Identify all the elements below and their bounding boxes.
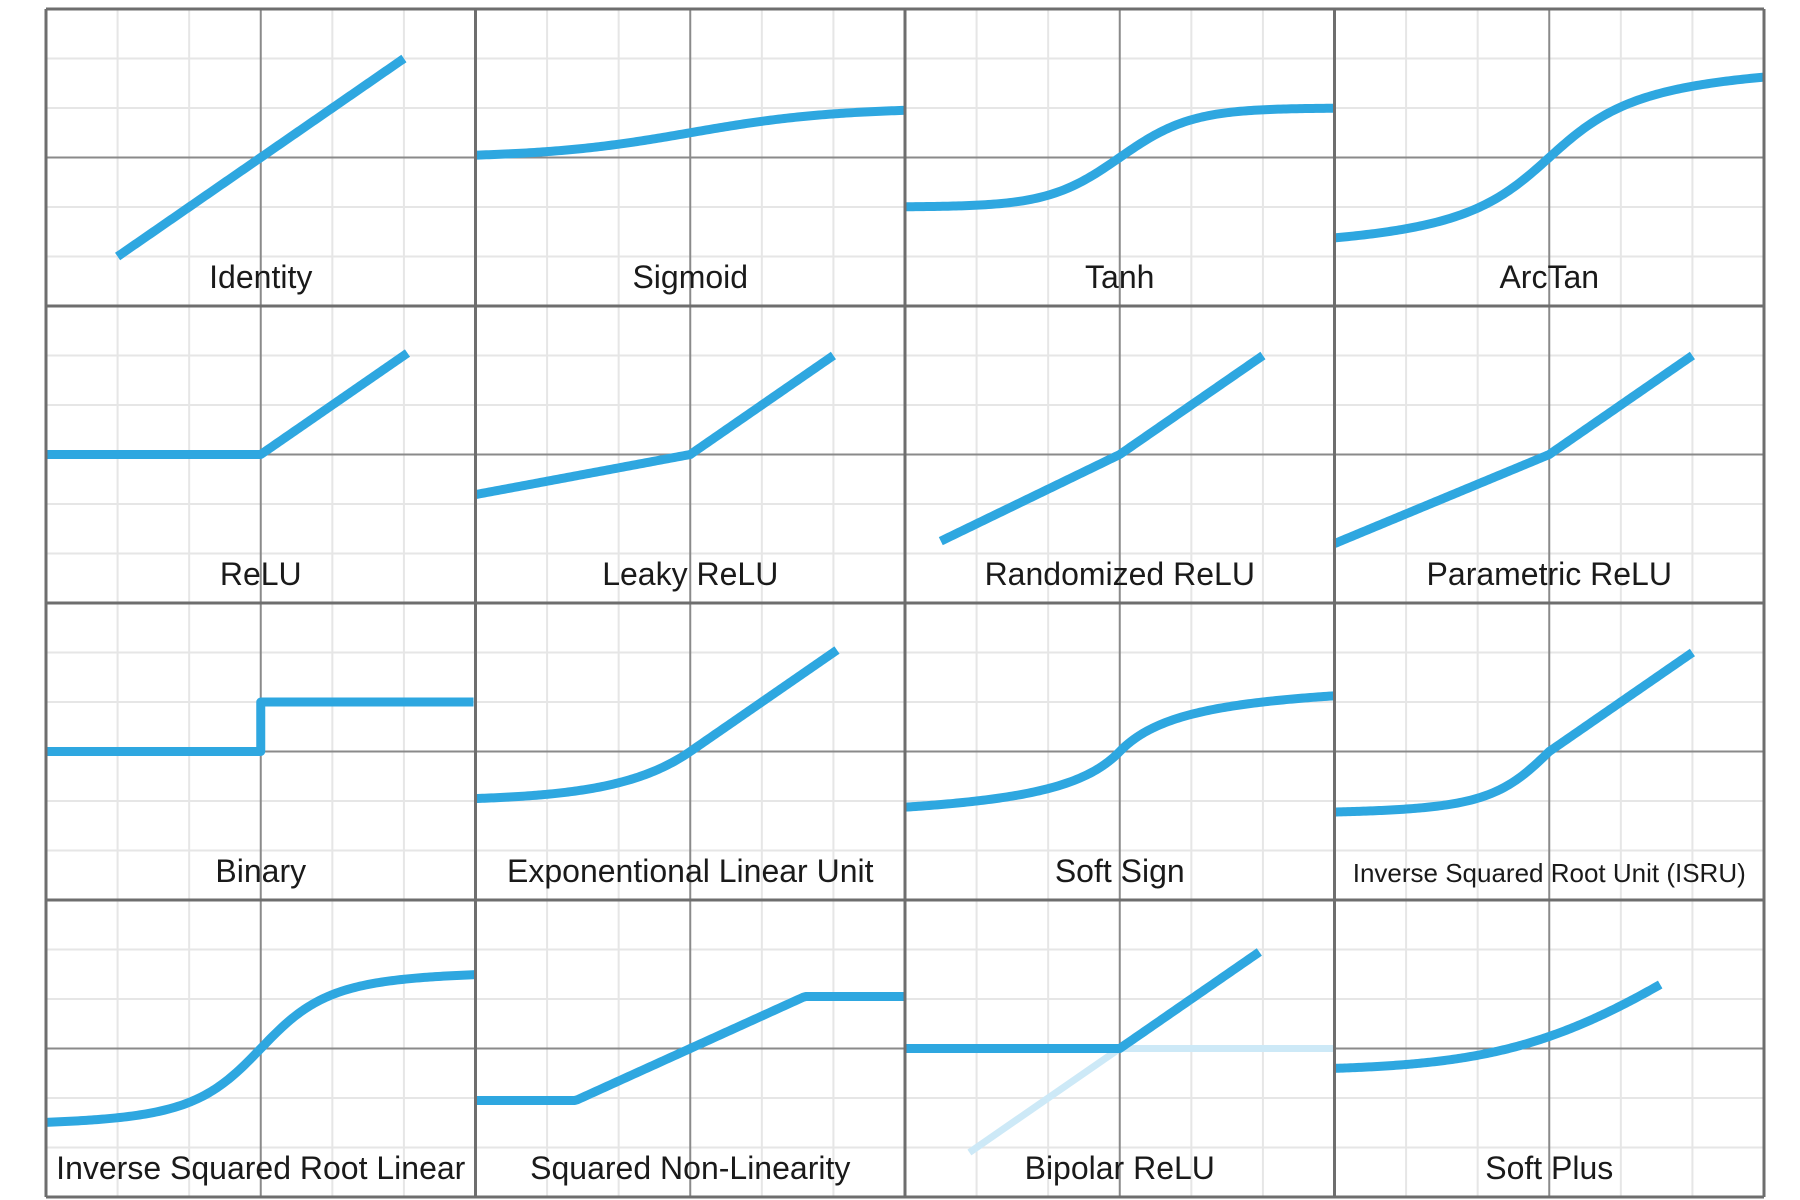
panel: Soft Sign bbox=[903, 603, 1337, 900]
activation-curve bbox=[114, 54, 407, 261]
activation-curve bbox=[44, 970, 478, 1127]
activation-curve bbox=[1332, 648, 1695, 817]
activation-curve bbox=[473, 351, 836, 500]
activation-curve bbox=[473, 646, 840, 804]
panel-label: ArcTan bbox=[1499, 259, 1599, 295]
panel-label: Squared Non-Linearity bbox=[530, 1150, 850, 1186]
activation-curve bbox=[938, 351, 1266, 546]
panel-label: Leaky ReLU bbox=[602, 556, 778, 592]
panel-label: Identity bbox=[209, 259, 312, 295]
panel-label: Inverse Squared Root Linear bbox=[56, 1150, 465, 1186]
panel: Exponentional Linear Unit bbox=[473, 603, 905, 900]
panel: Tanh bbox=[903, 9, 1337, 306]
activation-curve bbox=[902, 948, 1262, 1053]
activation-curve bbox=[43, 349, 411, 459]
panel: ArcTan bbox=[1332, 9, 1766, 306]
panel-label: Soft Plus bbox=[1485, 1150, 1613, 1186]
activation-curve bbox=[473, 105, 907, 160]
frame-layer bbox=[44, 7, 1766, 1199]
panel: Soft Plus bbox=[1332, 900, 1764, 1197]
panel-label: Sigmoid bbox=[632, 259, 748, 295]
panel: Inverse Squared Root Unit (ISRU) bbox=[1332, 603, 1764, 900]
panel-label: Bipolar ReLU bbox=[1025, 1150, 1215, 1186]
panel: Squared Non-Linearity bbox=[473, 900, 907, 1197]
panel: Bipolar ReLU bbox=[902, 900, 1335, 1197]
activation-curve bbox=[1332, 351, 1695, 548]
panel: Leaky ReLU bbox=[473, 306, 905, 603]
panel-label: Binary bbox=[215, 853, 306, 889]
activation-curve bbox=[903, 103, 1337, 212]
activation-curve bbox=[46, 697, 474, 756]
panel-label: Tanh bbox=[1085, 259, 1154, 295]
curve-faded bbox=[967, 1045, 1335, 1156]
panel-label: ReLU bbox=[220, 556, 302, 592]
activation-curve bbox=[473, 992, 907, 1105]
panel: Inverse Squared Root Linear bbox=[44, 900, 478, 1197]
panel: Randomized ReLU bbox=[905, 306, 1335, 603]
panel-label: Exponentional Linear Unit bbox=[507, 853, 874, 889]
panel: Binary bbox=[46, 603, 476, 900]
activation-curve bbox=[1332, 72, 1766, 243]
panel: Parametric ReLU bbox=[1332, 306, 1764, 603]
panel-label: Soft Sign bbox=[1055, 853, 1185, 889]
activation-curve bbox=[903, 691, 1337, 812]
panel-label: Parametric ReLU bbox=[1427, 556, 1672, 592]
panel-label: Randomized ReLU bbox=[985, 556, 1255, 592]
panel: Identity bbox=[46, 9, 476, 306]
panel-label: Inverse Squared Root Unit (ISRU) bbox=[1353, 858, 1746, 888]
panel: Sigmoid bbox=[473, 9, 907, 306]
panel: ReLU bbox=[43, 306, 476, 603]
activation-curve bbox=[1332, 980, 1663, 1073]
